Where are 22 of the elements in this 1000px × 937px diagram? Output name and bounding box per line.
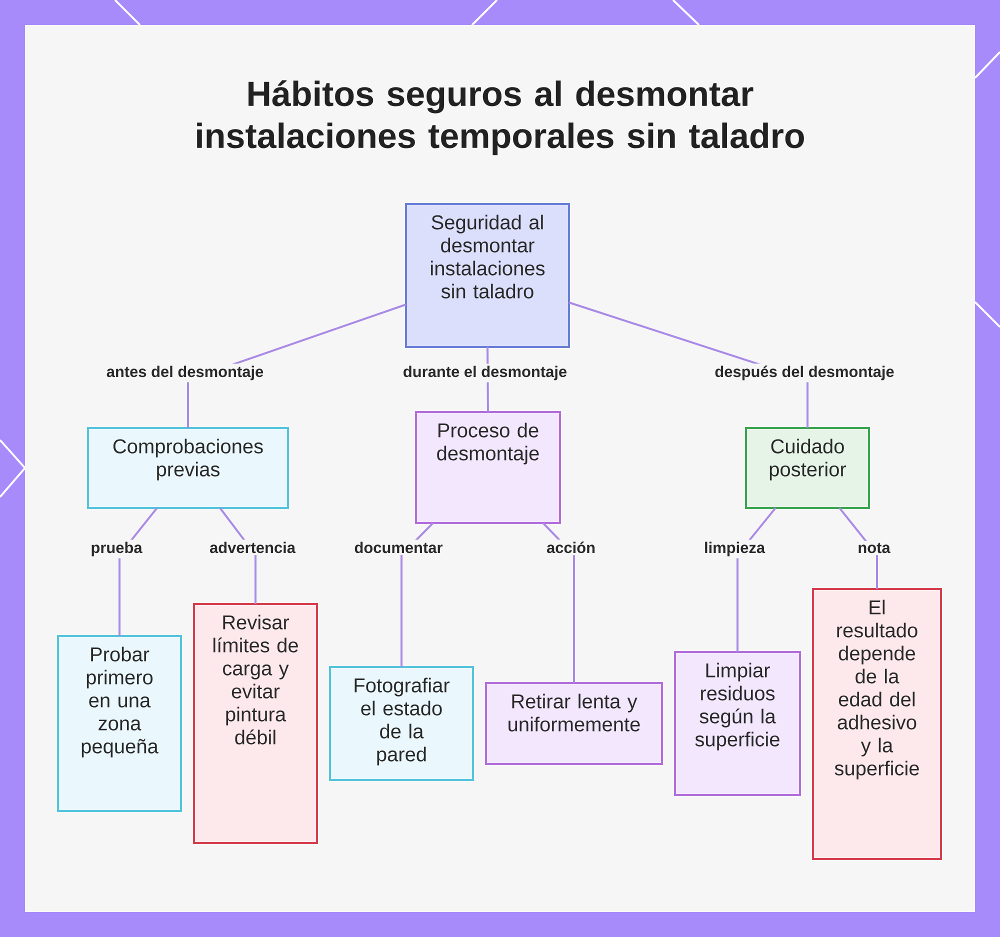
detail-box: Retirar lenta y uniformemente	[485, 682, 663, 765]
branch-box: Cuidado posterior	[745, 427, 870, 509]
detail-box: Limpiar residuos según la superficie	[674, 651, 801, 796]
edge-label: prueba	[88, 540, 144, 558]
topic-box: Seguridad al desmontar instalaciones sin taladro	[405, 203, 570, 348]
edge-label: advertencia	[208, 540, 298, 556]
detail-box: Probar primero en una zona pequeña	[57, 635, 182, 812]
edge-label: después del desmontaje	[712, 364, 896, 382]
detail-box: Fotografiar el estado de la pared	[329, 666, 474, 781]
edge-label: nota	[856, 540, 892, 556]
edge-label: limpieza	[702, 540, 768, 558]
edge-label: acción	[544, 540, 598, 556]
edge-label: antes del desmontaje	[104, 364, 266, 382]
title: Hábitos seguros al desmontar instalaciones temporales sin taladro	[197, 80, 804, 156]
edge-label: durante el desmontaje	[400, 364, 570, 382]
detail-box: El resultado depende de la edad del adhesivo y la superficie	[812, 588, 942, 860]
branch-box: Comprobaciones previas	[87, 427, 289, 509]
edge-label: documentar	[352, 540, 445, 556]
connector	[542, 522, 575, 683]
branch-box: Proceso de desmontaje	[415, 411, 561, 524]
detail-box: Revisar límites de carga y evitar pintura débil	[193, 603, 318, 844]
connector	[400, 522, 434, 667]
